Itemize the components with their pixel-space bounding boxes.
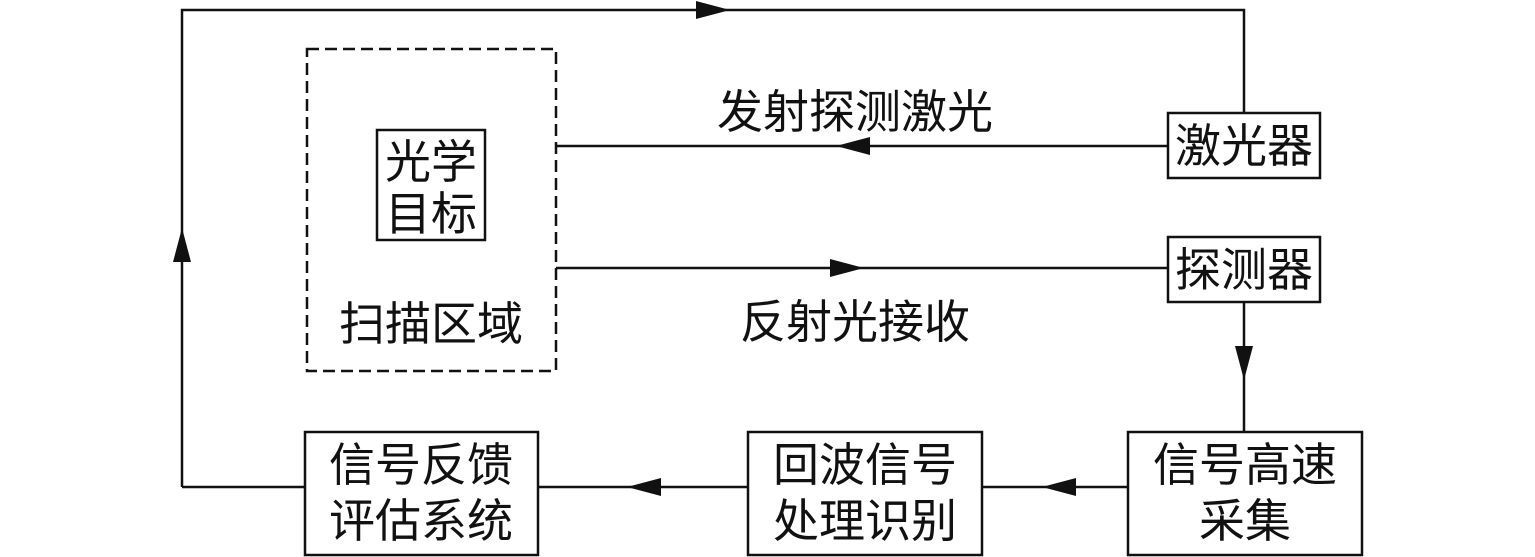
optical-target-label-line1: 光学 — [385, 135, 477, 189]
detector-to-acquisition-arrow — [1235, 346, 1253, 380]
acquisition-label-line2: 采集 — [1199, 494, 1291, 548]
scan-area-label: 扫描区域 — [339, 297, 523, 351]
processing-to-feedback-arrow — [627, 478, 661, 496]
receive-label: 反射光接收 — [740, 295, 970, 349]
emit-arrow — [836, 137, 870, 155]
feedback-box — [303, 430, 540, 557]
processing-label-line2: 处理识别 — [773, 494, 957, 548]
processing-box — [746, 430, 984, 557]
loop-left-arrow — [173, 228, 191, 262]
optical-target-label-line2: 目标 — [385, 187, 477, 241]
emit-label: 发射探测激光 — [717, 85, 993, 139]
acquisition-label-line1: 信号高速 — [1153, 438, 1337, 492]
receive-arrow — [830, 259, 864, 277]
laser-label: 激光器 — [1175, 119, 1313, 173]
acquisition-box — [1126, 430, 1364, 557]
detector-label: 探测器 — [1175, 243, 1313, 297]
feedback-label-line1: 信号反馈 — [329, 438, 513, 492]
scan-area-box — [305, 47, 558, 373]
laser-box — [1166, 111, 1322, 180]
processing-label-line1: 回波信号 — [773, 438, 957, 492]
optical-target-box — [375, 128, 487, 242]
loop-top-arrow — [696, 1, 730, 19]
feedback-label-line2: 评估系统 — [329, 494, 513, 548]
acquisition-to-processing-arrow — [1042, 478, 1076, 496]
loop-top-line — [180, 8, 1246, 487]
